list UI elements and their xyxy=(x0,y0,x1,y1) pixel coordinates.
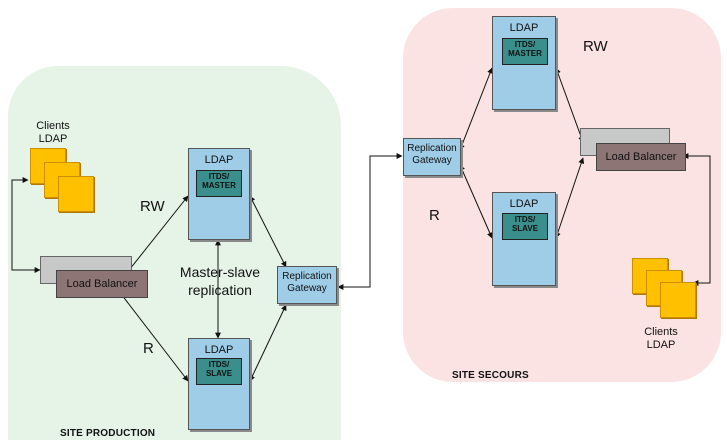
link-lb-to-slave-prod xyxy=(117,289,189,382)
link-clients-to-lb-prod xyxy=(11,177,41,273)
link-master-gateway-prod xyxy=(249,195,287,268)
itds-slave-badge-secours: ITDS/ SLAVE xyxy=(502,213,548,240)
clients-label-secours: Clients LDAP xyxy=(644,326,678,351)
link-gateway-slave-sec xyxy=(459,164,493,239)
rw-label-production: RW xyxy=(140,198,165,215)
site-production-label: SITE PRODUCTION xyxy=(60,428,156,439)
ldap-slave-secours: LDAP ITDS/ SLAVE xyxy=(492,192,556,286)
link-gateway-to-gateway xyxy=(337,153,403,290)
link-gateway-master-sec xyxy=(459,67,493,151)
replication-gateway-production: Replication Gateway xyxy=(277,266,337,304)
link-master-lb-sec xyxy=(555,67,584,143)
itds-master-badge-production: ITDS/ MASTER xyxy=(196,170,242,197)
load-balancer-production: Load Balancer xyxy=(56,270,148,298)
client-icon-secours-3 xyxy=(660,282,696,318)
itds-slave-badge-production: ITDS/ SLAVE xyxy=(196,358,242,385)
ldap-master-production: LDAP ITDS/ MASTER xyxy=(188,148,250,240)
link-lb-to-clients-sec xyxy=(682,153,711,286)
r-label-production: R xyxy=(143,340,154,357)
link-slave-lb-sec xyxy=(554,157,585,239)
load-balancer-secours: Load Balancer xyxy=(596,143,686,171)
site-secours-label: SITE SECOURS xyxy=(452,370,529,381)
rw-label-secours: RW xyxy=(583,38,608,55)
master-slave-replication-label: Master-slave replication xyxy=(179,264,261,298)
clients-label-production: Clients LDAP xyxy=(36,120,70,145)
r-label-secours: R xyxy=(429,207,440,224)
ldap-slave-production: LDAP ITDS/ SLAVE xyxy=(188,338,250,430)
itds-master-badge-secours: ITDS/ MASTER xyxy=(502,38,548,65)
client-icon-production-3 xyxy=(58,176,94,212)
link-slave-gateway-prod xyxy=(249,304,287,382)
replication-gateway-secours: Replication Gateway xyxy=(403,138,461,176)
ldap-master-secours: LDAP ITDS/ MASTER xyxy=(492,16,556,110)
